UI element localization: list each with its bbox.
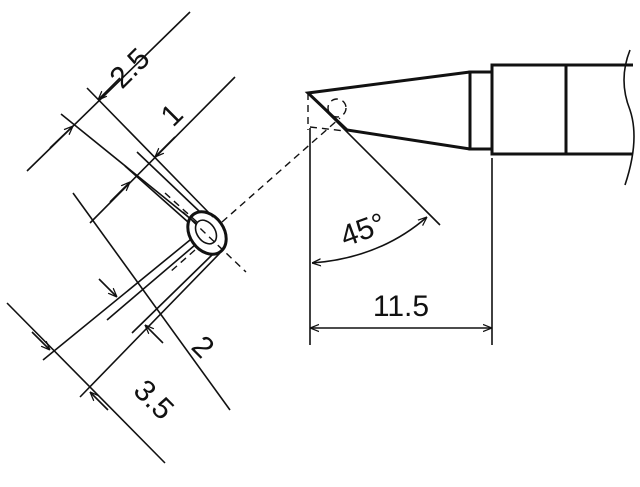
extension-line (124, 165, 189, 223)
break-edge (623, 49, 635, 186)
tip-collar (468, 70, 494, 151)
angle-arc (312, 217, 427, 263)
dimension-line-3.5 (6, 302, 166, 464)
tip-body (490, 63, 633, 156)
extension-line (136, 151, 201, 213)
bevel-angle-line (307, 92, 441, 226)
extension-line (131, 254, 213, 334)
tip-end-inner-ellipse (194, 219, 218, 245)
tip-end-outer-ellipse (186, 210, 228, 256)
dimension-label-3.5: 3.5 (127, 374, 180, 427)
dimension-label-11.5: 11.5 (373, 290, 429, 323)
end-view: 2.5 1 2 3.5 (6, 11, 341, 464)
dimension-label-2: 2 (185, 330, 220, 365)
side-view: 45° 11.5 (304, 49, 635, 345)
extension-line (42, 239, 191, 361)
extension-line (86, 87, 214, 218)
tip-taper-outline (304, 70, 471, 151)
extension-line (106, 244, 196, 321)
dimension-line-2 (72, 192, 231, 411)
